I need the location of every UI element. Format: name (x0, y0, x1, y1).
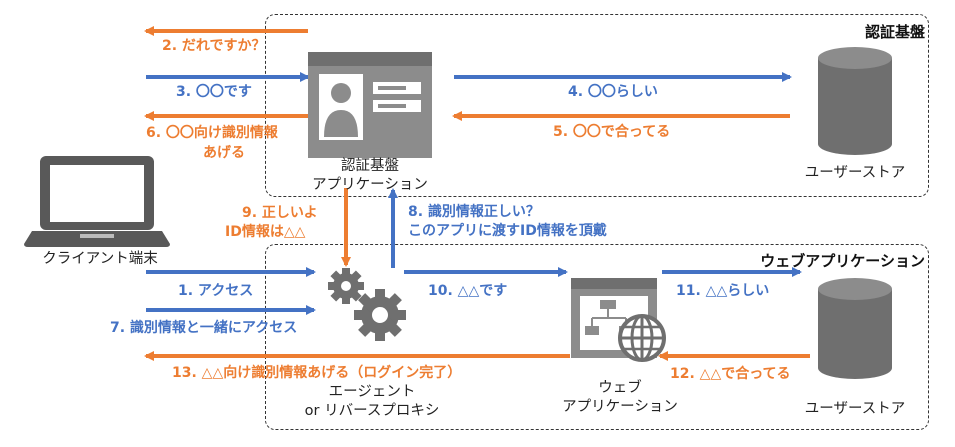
laptop-icon (24, 156, 170, 247)
database-icon (818, 278, 892, 379)
gears-icon (328, 268, 406, 341)
id-card-window-icon (308, 52, 432, 158)
step-2-label: 2. だれですか？ (162, 38, 266, 54)
step-6-label-cont: あげる (203, 145, 245, 161)
web-app-caption-line2: アプリケーション (562, 399, 678, 415)
step-12-label: 12. △△で合ってる (670, 366, 791, 382)
step-4-label: 4. 〇〇らしい (568, 84, 658, 100)
web-app-caption-line1: ウェブ (598, 380, 642, 396)
step-9-label-cont: ID情報は△△ (225, 224, 306, 240)
web-app-globe-icon (571, 278, 666, 362)
step-6-label: 6. 〇〇向け識別情報 (146, 125, 278, 141)
auth-app-caption-line1: 認証基盤 (341, 158, 399, 174)
auth-app-caption-line2: アプリケーション (312, 177, 428, 193)
step-11-label: 11. △△らしい (676, 283, 770, 299)
web-application-title: ウェブアプリケーション (760, 252, 925, 270)
database-icon (818, 47, 892, 155)
step-3-label: 3. 〇〇です (176, 84, 252, 100)
user-store-web-caption: ユーザーストア (804, 401, 906, 417)
auth-app-caption: 認証基盤 アプリケーション (290, 157, 450, 195)
agent-caption-line1: エージェント (328, 384, 416, 400)
web-app-caption: ウェブ アプリケーション (540, 379, 700, 417)
step-5-label: 5. 〇〇で合ってる (553, 124, 671, 140)
auth-platform-group (265, 14, 929, 197)
user-store-auth-caption: ユーザーストア (804, 165, 906, 181)
step-13-label: 13. △△向け識別情報あげる（ログイン完了） (172, 365, 462, 381)
auth-platform-title: 認証基盤 (864, 23, 925, 41)
step-8-label-cont: このアプリに渡すID情報を頂戴 (408, 223, 607, 239)
agent-caption-line2: or リバースプロキシ (304, 403, 440, 419)
web-application-group (265, 244, 929, 430)
client-caption: クライアント端末 (42, 251, 158, 267)
step-1-label: 1. アクセス (178, 283, 254, 299)
agent-caption: エージェント or リバースプロキシ (282, 383, 462, 421)
step-10-label: 10. △△です (428, 283, 508, 299)
step-9-label: 9. 正しいよ (242, 205, 318, 221)
step-7-label: 7. 識別情報と一緒にアクセス (110, 320, 298, 336)
step-8-label: 8. 識別情報正しい？ (408, 204, 540, 220)
